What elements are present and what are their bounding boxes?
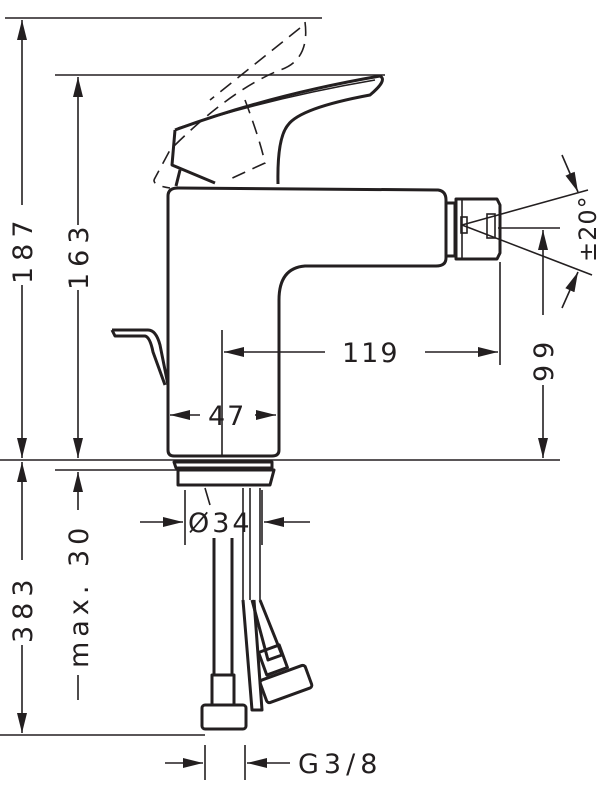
faucet-body	[110, 21, 502, 458]
dim-max-30: max. 30	[64, 523, 95, 668]
extension-lines	[0, 17, 560, 780]
dim-99: 99	[529, 336, 560, 382]
dimension-lines	[17, 19, 593, 768]
dim-angle: ±20°	[574, 195, 600, 262]
dim-187: 187	[8, 214, 39, 284]
dim-383: 383	[8, 573, 39, 643]
dim-diameter-34: Ø34	[188, 508, 253, 539]
dim-g3-8: G3/8	[298, 749, 382, 780]
dim-163: 163	[64, 220, 95, 290]
base-and-hoses	[172, 460, 314, 731]
dim-47: 47	[208, 401, 246, 432]
dimension-labels: 187 163 383 max. 30 119 47 99 ±20° Ø34 G…	[8, 195, 600, 780]
dim-119: 119	[342, 338, 400, 369]
